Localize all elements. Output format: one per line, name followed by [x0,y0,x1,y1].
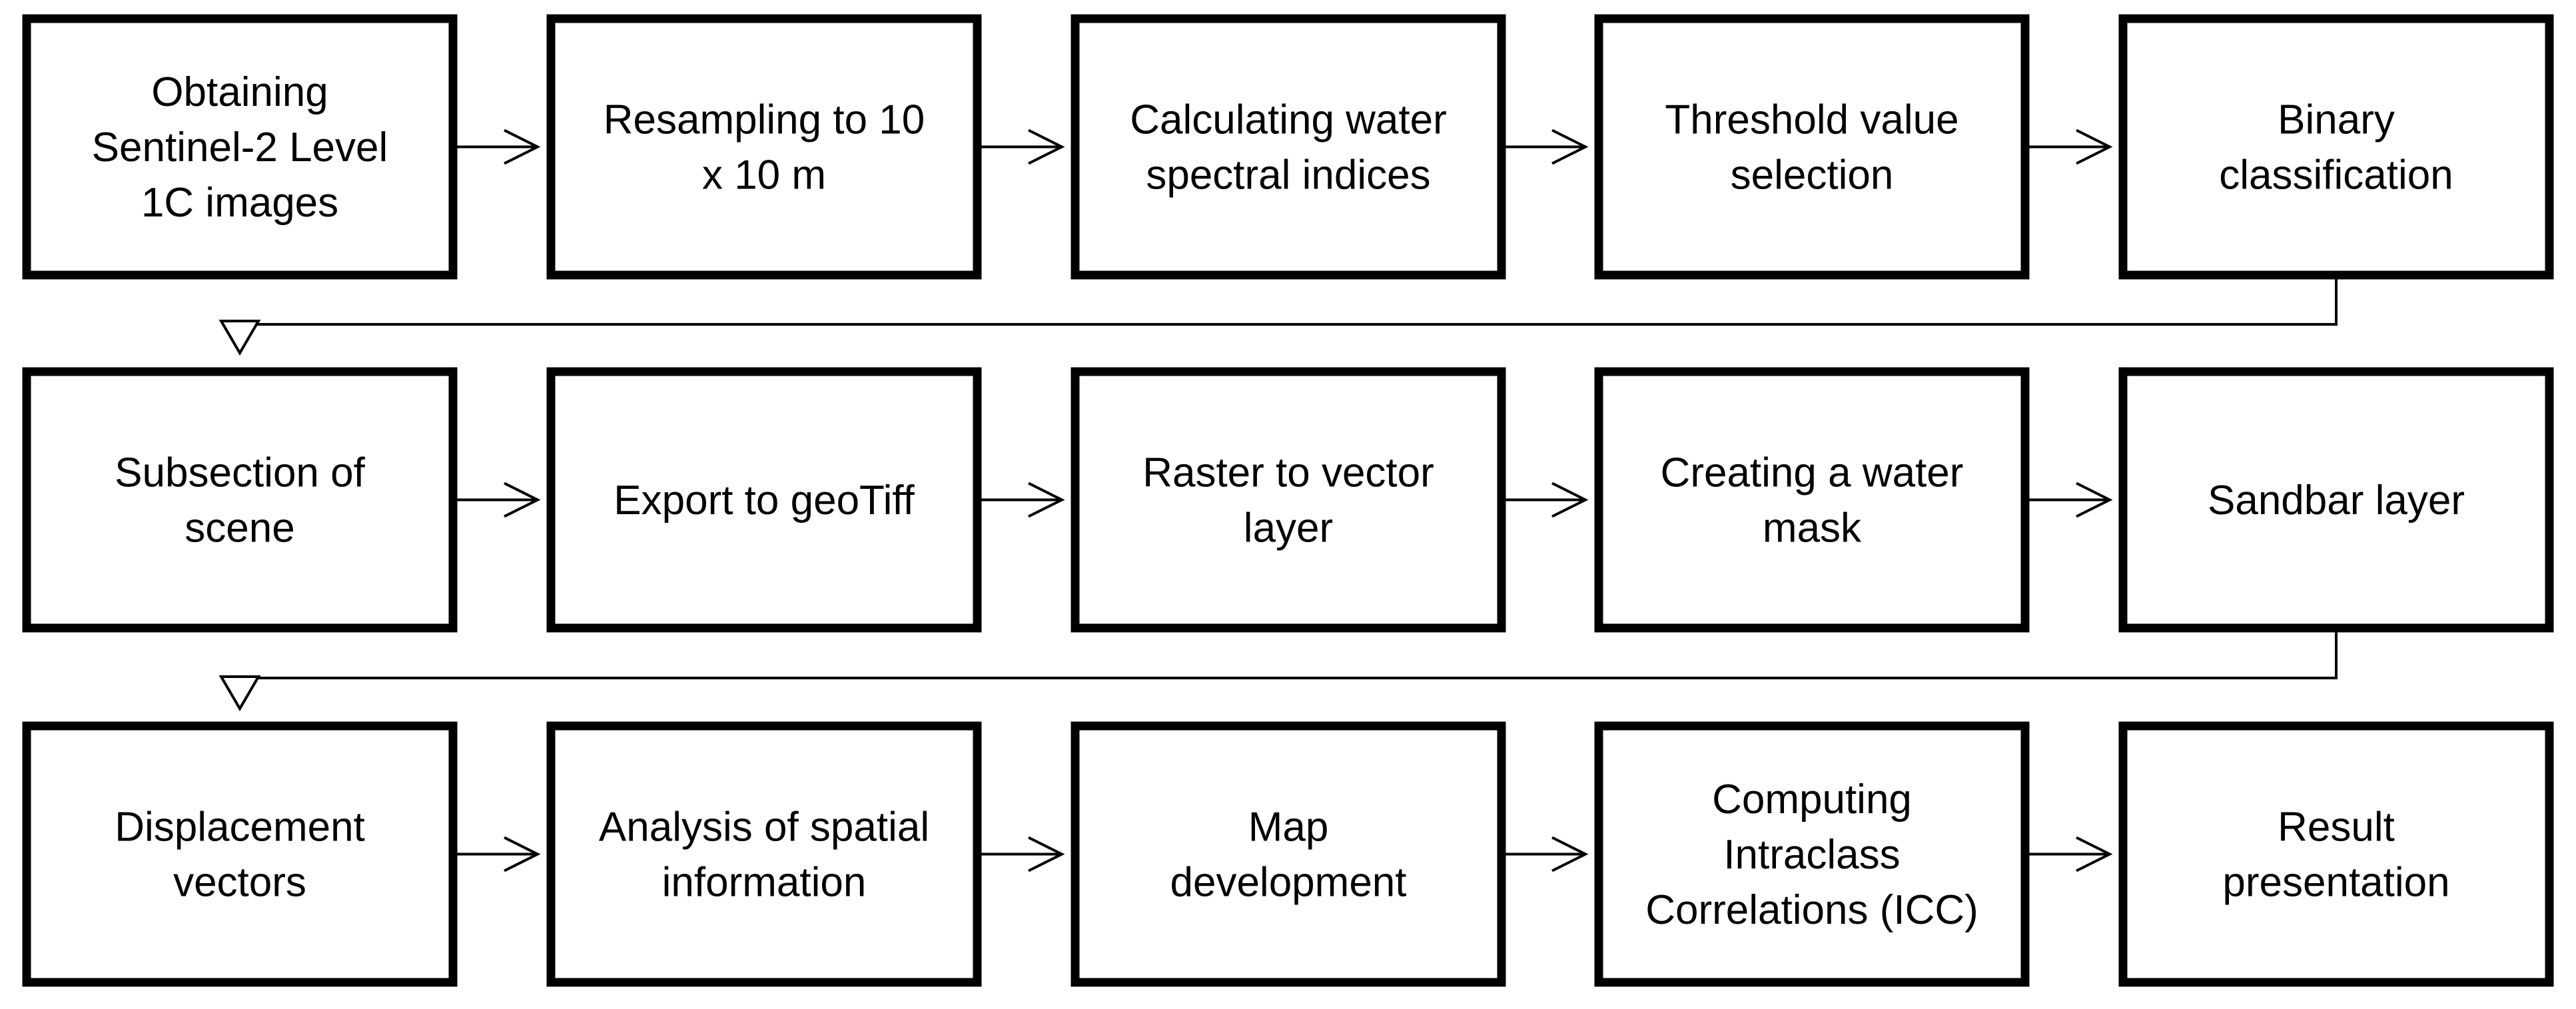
node-label-line: Creating a water [1661,450,1964,496]
node-box [1594,367,2030,633]
node-box [2118,721,2554,987]
arrow-row2-4-to-5 [2025,482,2113,518]
node-label-line: 1C images [141,180,338,226]
node-box [2118,367,2554,633]
node-box [22,14,458,280]
node-label-line: Computing [1712,777,1912,823]
node-sandbar-layer: Sandbar layer [2118,367,2554,633]
connectors [218,129,2338,872]
arrow-row1-1-to-2 [453,129,541,165]
node-box [22,367,458,633]
arrow-row3-4-to-5 [2025,836,2113,872]
node-box [1071,721,1506,987]
node-box [546,14,982,280]
node-label-line: Raster to vector [1142,450,1434,496]
node-export-to-geotiff: Export to geoTiff [546,367,982,633]
node-label-line: Map [1248,805,1329,850]
node-label-line: development [1170,860,1406,906]
node-binary-classification: Binary classification [2118,14,2554,280]
node-label-line: Displacement [115,805,365,850]
arrow-row2-2-to-3 [977,482,1065,518]
node-label-line: Resampling to 10 [604,97,925,143]
arrow-row2-1-to-2 [453,482,541,518]
node-label-line: Calculating water [1130,97,1447,143]
node-label-line: selection [1731,153,1894,198]
arrow-row1-3-to-4 [1502,129,1589,165]
node-label-line: Threshold value [1665,97,1958,143]
node-result-presentation: Result presentation [2118,721,2554,987]
arrow-row3-2-to-3 [977,836,1065,872]
node-resampling: Resampling to 10 x 10 m [546,14,982,280]
node-label-line: Obtaining [151,69,328,115]
node-creating-water-mask: Creating a water mask [1594,367,2030,633]
arrow-row3-3-to-4 [1502,836,1589,872]
node-box [1594,721,2030,987]
node-box [1594,14,2030,280]
arrow-row1-4-to-5 [2025,129,2113,165]
node-label-line: Intraclass [1723,832,1900,878]
node-raster-to-vector-layer: Raster to vector layer [1071,367,1506,633]
node-label-line: Binary [2278,97,2395,143]
node-calculating-water-indices: Calculating water spectral indices [1071,14,1506,280]
node-label-line: classification [2219,153,2453,198]
node-label-line: Export to geoTiff [614,478,915,523]
node-label-line: Subsection of [115,450,365,496]
node-box [1071,14,1506,280]
node-label-line: presentation [2222,860,2449,906]
node-map-development: Map development [1071,721,1506,987]
node-label-line: Analysis of spatial [599,805,929,850]
node-label-line: layer [1244,505,1333,551]
node-label-line: information [662,860,867,906]
node-box [546,721,982,987]
node-box [1071,367,1506,633]
node-label-line: mask [1763,505,1862,551]
arrow-row2-3-to-4 [1502,482,1589,518]
node-label-line: x 10 m [702,153,826,198]
node-label-line: spectral indices [1146,153,1430,198]
arrow-row3-1-to-2 [453,836,541,872]
node-subsection-of-scene: Subsection of scene [22,367,458,633]
node-label-line: Sandbar layer [2208,478,2465,523]
node-label-line: scene [185,505,294,551]
connector-row1-to-row2 [218,275,2338,356]
node-box [22,721,458,987]
connector-row2-to-row3 [218,628,2338,711]
node-displacement-vectors: Displacement vectors [22,721,458,987]
node-analysis-of-spatial-information: Analysis of spatial information [546,721,982,987]
node-label-line: Sentinel-2 Level [92,125,388,170]
node-label-line: Result [2278,805,2395,850]
node-box [2118,14,2554,280]
node-label-line: vectors [173,860,306,906]
node-box [546,367,982,633]
node-threshold-value-selection: Threshold value selection [1594,14,2030,280]
arrow-row1-2-to-3 [977,129,1065,165]
node-label-line: Correlations (ICC) [1645,887,1978,933]
